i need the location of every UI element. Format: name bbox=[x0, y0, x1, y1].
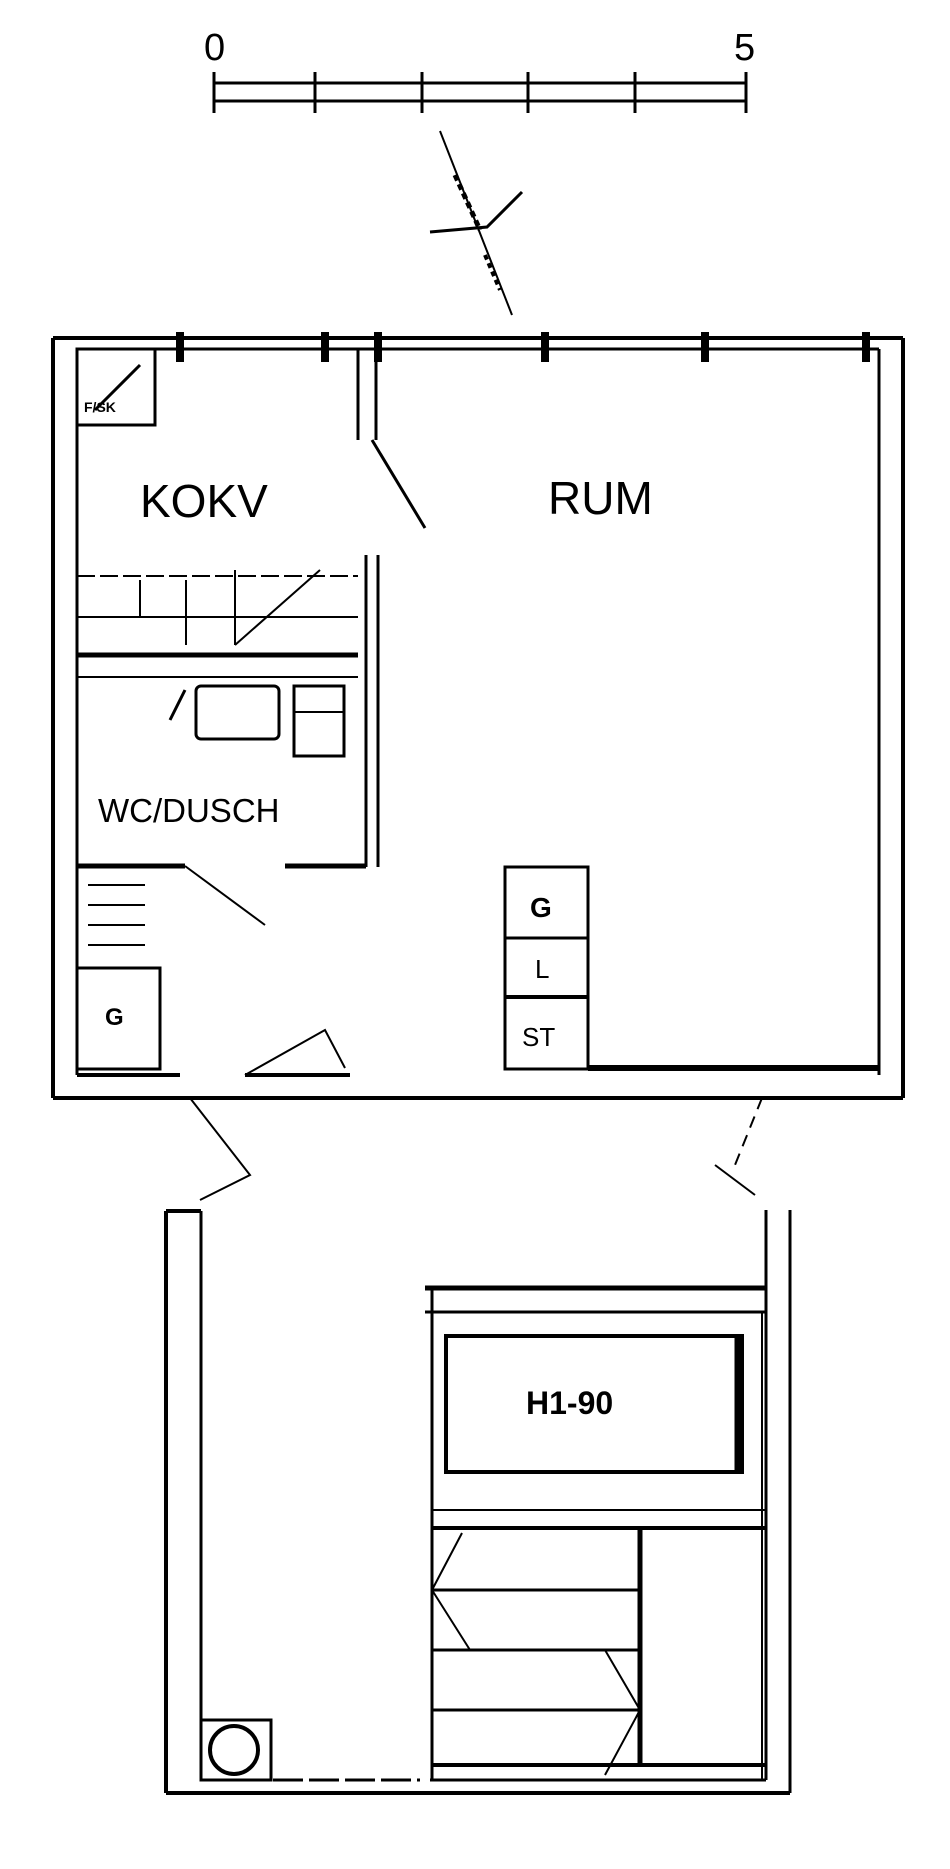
scale-bar: 0 5 bbox=[204, 27, 755, 113]
upper-building bbox=[51, 332, 905, 1100]
scale-start-label: 0 bbox=[204, 27, 225, 69]
stove-icon bbox=[208, 1724, 260, 1776]
closet-label-g: G bbox=[530, 892, 552, 923]
scale-end-label: 5 bbox=[734, 27, 755, 69]
closet-label-g-left: G bbox=[105, 1004, 124, 1031]
fixture-label-fsk: F/SK bbox=[84, 399, 116, 415]
room-label-wc-dusch: WC/DUSCH bbox=[98, 792, 279, 829]
closet-label-st: ST bbox=[522, 1022, 555, 1052]
room-label-rum: RUM bbox=[548, 472, 653, 524]
door-swings bbox=[189, 1097, 763, 1201]
north-arrow-icon bbox=[429, 130, 524, 316]
lower-building bbox=[164, 1209, 792, 1795]
room-label-kokv: KOKV bbox=[140, 475, 268, 527]
closet-label-l: L bbox=[535, 954, 549, 984]
loft-bed-label: H1-90 bbox=[526, 1385, 613, 1421]
